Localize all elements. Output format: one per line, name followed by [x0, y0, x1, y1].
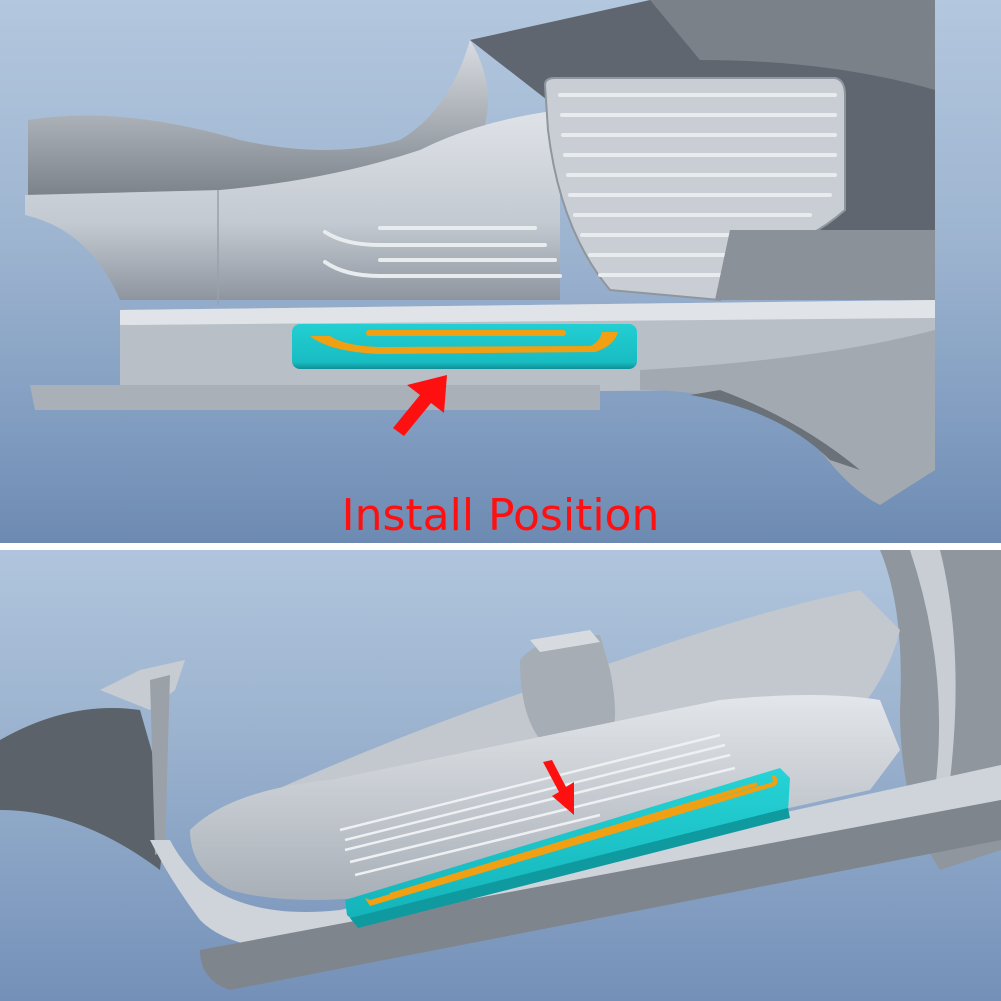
pad-ribs [558, 93, 837, 277]
bottom-panel-angled-view [0, 550, 1001, 1001]
sill-plate [292, 324, 637, 369]
red-arrow-down-icon [543, 760, 574, 815]
sill-plate [345, 768, 790, 928]
red-arrow-up-right-icon [393, 375, 447, 436]
panel-divider [0, 543, 1001, 550]
install-position-caption: Install Position [341, 490, 660, 541]
car-sill-side-render [25, 0, 935, 505]
car-sill-angled-render [0, 550, 1001, 990]
top-panel-side-view: Install Position [0, 0, 1001, 543]
